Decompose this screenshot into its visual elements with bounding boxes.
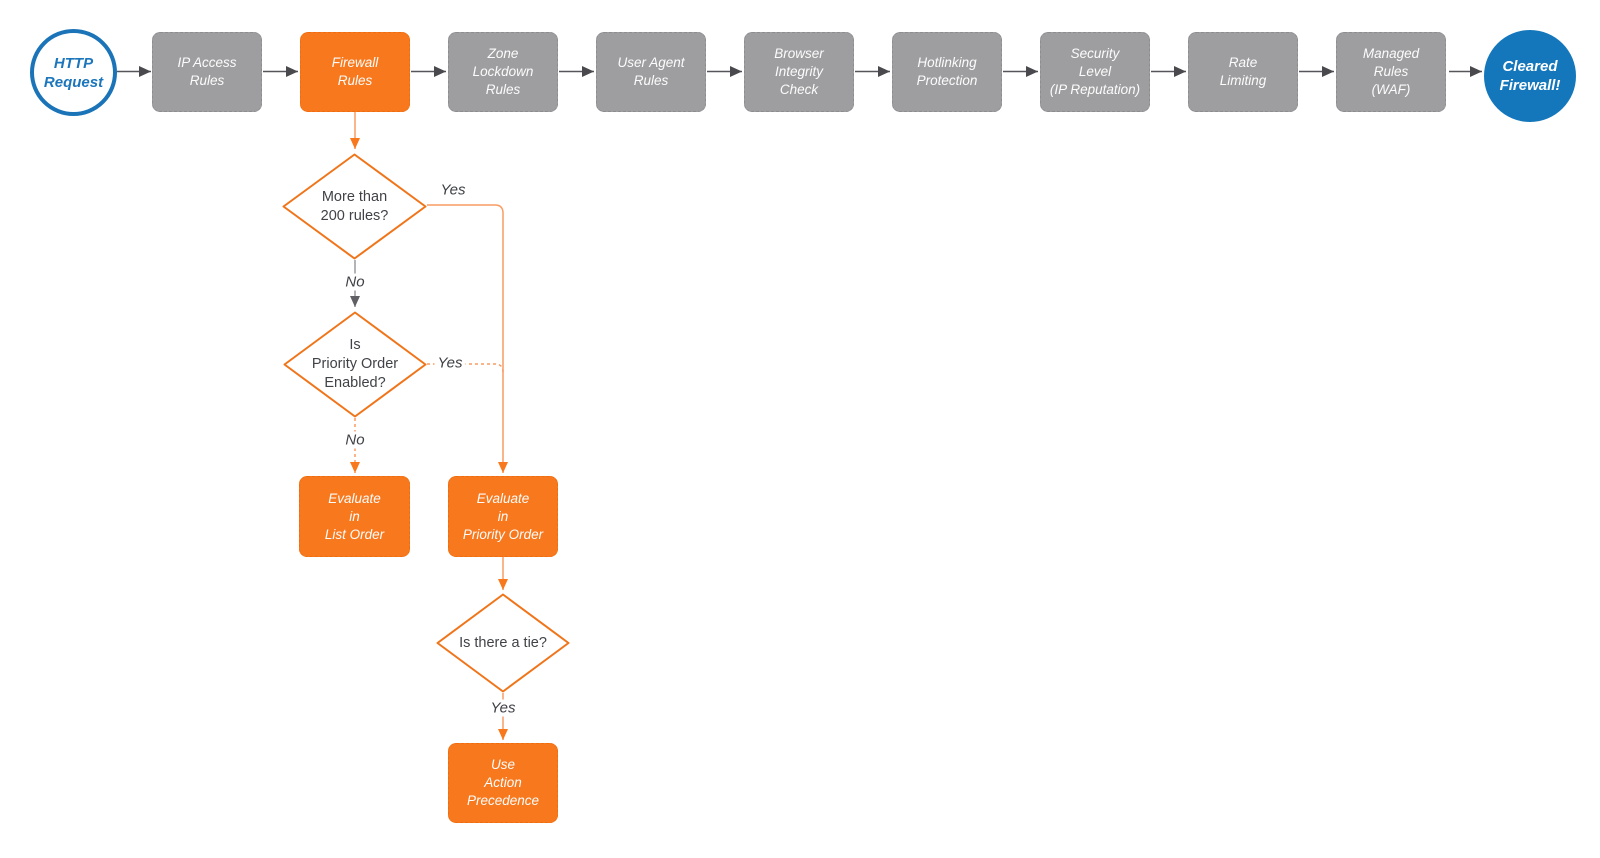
node-hotlinking-protection-label: Hotlinking Protection: [916, 55, 978, 88]
node-http-request: HTTP Request: [30, 29, 117, 116]
diamond-shape: [436, 593, 570, 693]
node-ip-access-rules: IP Access Rules: [152, 32, 262, 112]
diamond-shape: [282, 153, 427, 260]
decision-priority-order-enabled: Is Priority Order Enabled?: [283, 311, 427, 418]
node-firewall-rules-label: Firewall Rules: [331, 55, 379, 88]
decision-more-than-200-rules-label: More than 200 rules?: [320, 188, 389, 224]
edge-label-yes-3: Yes: [487, 699, 519, 717]
decision-priority-order-enabled-label: Is Priority Order Enabled?: [311, 337, 399, 391]
node-firewall-rules: Firewall Rules: [300, 32, 410, 112]
node-cleared-firewall-label: Cleared Firewall!: [1499, 58, 1561, 94]
edge-label-yes-2: Yes: [434, 354, 466, 372]
decision-is-there-a-tie-label: Is there a tie?: [459, 634, 547, 651]
node-zone-lockdown-rules-label: Zone Lockdown Rules: [472, 46, 534, 97]
node-hotlinking-protection: Hotlinking Protection: [892, 32, 1002, 112]
action-use-action-precedence-label: Use Action Precedence: [466, 757, 540, 808]
edge-label-yes-1: Yes: [440, 181, 466, 199]
action-evaluate-list-order: Evaluate in List Order: [299, 476, 410, 557]
node-user-agent-rules: User Agent Rules: [596, 32, 706, 112]
decision-is-there-a-tie: Is there a tie?: [436, 593, 570, 693]
node-rate-limiting: Rate Limiting: [1188, 32, 1298, 112]
node-ip-access-rules-label: IP Access Rules: [177, 55, 237, 88]
action-evaluate-list-order-label: Evaluate in List Order: [324, 490, 385, 542]
node-security-level: Security Level (IP Reputation): [1040, 32, 1150, 112]
connector-decision2-yes-merge: [427, 363, 504, 373]
edge-label-no-1: No: [342, 273, 368, 291]
action-use-action-precedence: Use Action Precedence: [448, 743, 558, 823]
node-zone-lockdown-rules: Zone Lockdown Rules: [448, 32, 558, 112]
decision-more-than-200-rules: More than 200 rules?: [282, 153, 427, 260]
action-evaluate-priority-order-label: Evaluate in Priority Order: [462, 490, 544, 542]
node-user-agent-rules-label: User Agent Rules: [617, 55, 685, 88]
edge-label-no-2: No: [342, 431, 368, 449]
node-managed-rules-waf-label: Managed Rules (WAF): [1362, 46, 1420, 97]
connector-decision1-yes-to-priority-order: [427, 204, 508, 473]
node-rate-limiting-label: Rate Limiting: [1219, 55, 1267, 88]
node-http-request-label: HTTP Request: [43, 54, 104, 91]
node-browser-integrity-check-label: Browser Integrity Check: [774, 46, 824, 97]
node-cleared-firewall: Cleared Firewall!: [1484, 30, 1576, 122]
node-browser-integrity-check: Browser Integrity Check: [744, 32, 854, 112]
diamond-shape: [283, 311, 427, 418]
node-managed-rules-waf: Managed Rules (WAF): [1336, 32, 1446, 112]
node-security-level-label: Security Level (IP Reputation): [1049, 46, 1141, 97]
action-evaluate-priority-order: Evaluate in Priority Order: [448, 476, 558, 557]
